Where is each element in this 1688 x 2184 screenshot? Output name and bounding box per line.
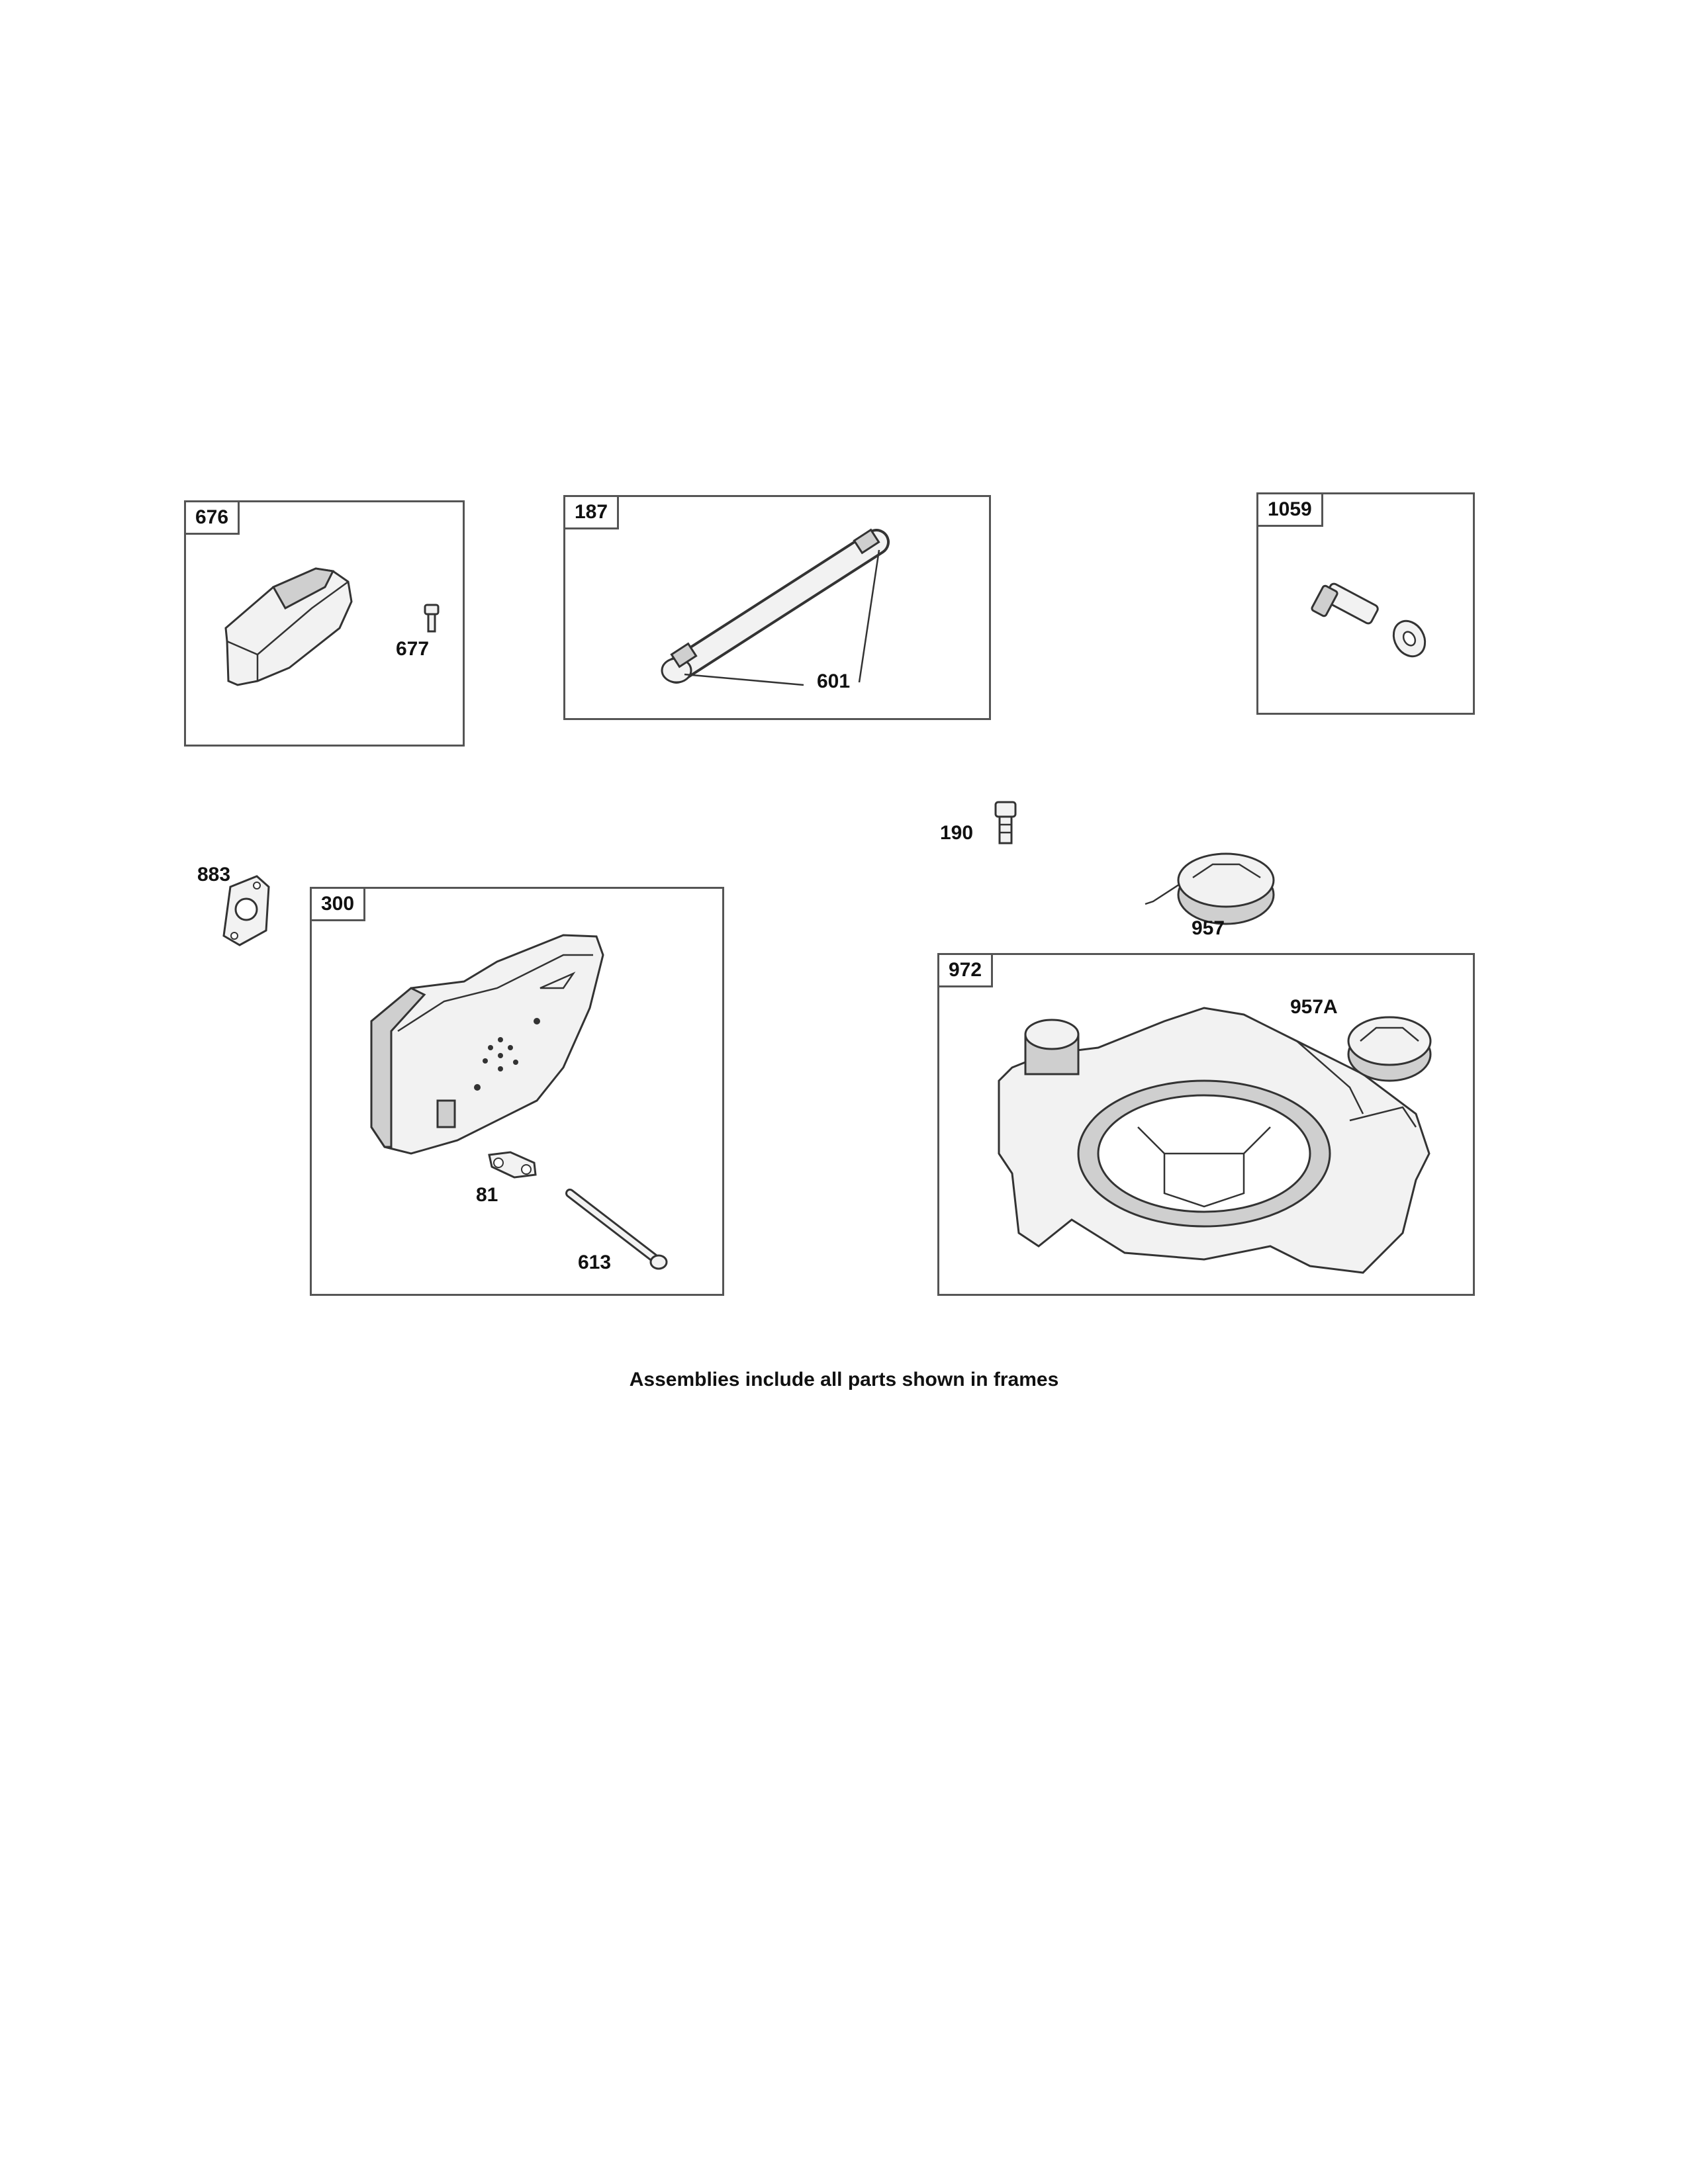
label-601: 601 xyxy=(817,670,851,692)
frame-tag-187: 187 xyxy=(565,497,620,529)
assemblies-caption: Assemblies include all parts shown in fr… xyxy=(629,1369,1059,1390)
muffler-part-drawing xyxy=(370,934,668,1270)
frame-tag-1059: 1059 xyxy=(1258,494,1323,527)
label-81: 81 xyxy=(476,1184,498,1206)
frame-300: 300 81 613 xyxy=(310,887,724,1296)
frame-187: 187 601 xyxy=(563,495,991,720)
frame-1059: 1059 xyxy=(1256,492,1475,715)
gasket-883-drawing xyxy=(222,875,270,946)
fuel-cap-957-drawing xyxy=(1145,852,1275,925)
label-883: 883 xyxy=(197,864,231,886)
frame-tag-676: 676 xyxy=(186,502,240,535)
bolt-190-drawing xyxy=(994,801,1017,844)
label-957: 957 xyxy=(1192,917,1225,939)
frame-tag-300: 300 xyxy=(312,889,366,921)
frame-972: 972 957A xyxy=(937,953,1475,1296)
bolt-washer-drawing xyxy=(1311,582,1427,658)
screw-677-drawing xyxy=(424,604,440,633)
shield-part-drawing xyxy=(224,567,353,686)
label-677: 677 xyxy=(396,638,430,660)
tube-part-drawing xyxy=(661,528,890,686)
fuel-tank-drawing xyxy=(998,1007,1432,1274)
frame-676: 676 xyxy=(184,500,465,747)
label-957a: 957A xyxy=(1290,996,1338,1018)
label-613: 613 xyxy=(578,1251,612,1273)
label-190: 190 xyxy=(940,822,974,844)
frame-tag-972: 972 xyxy=(939,955,994,987)
